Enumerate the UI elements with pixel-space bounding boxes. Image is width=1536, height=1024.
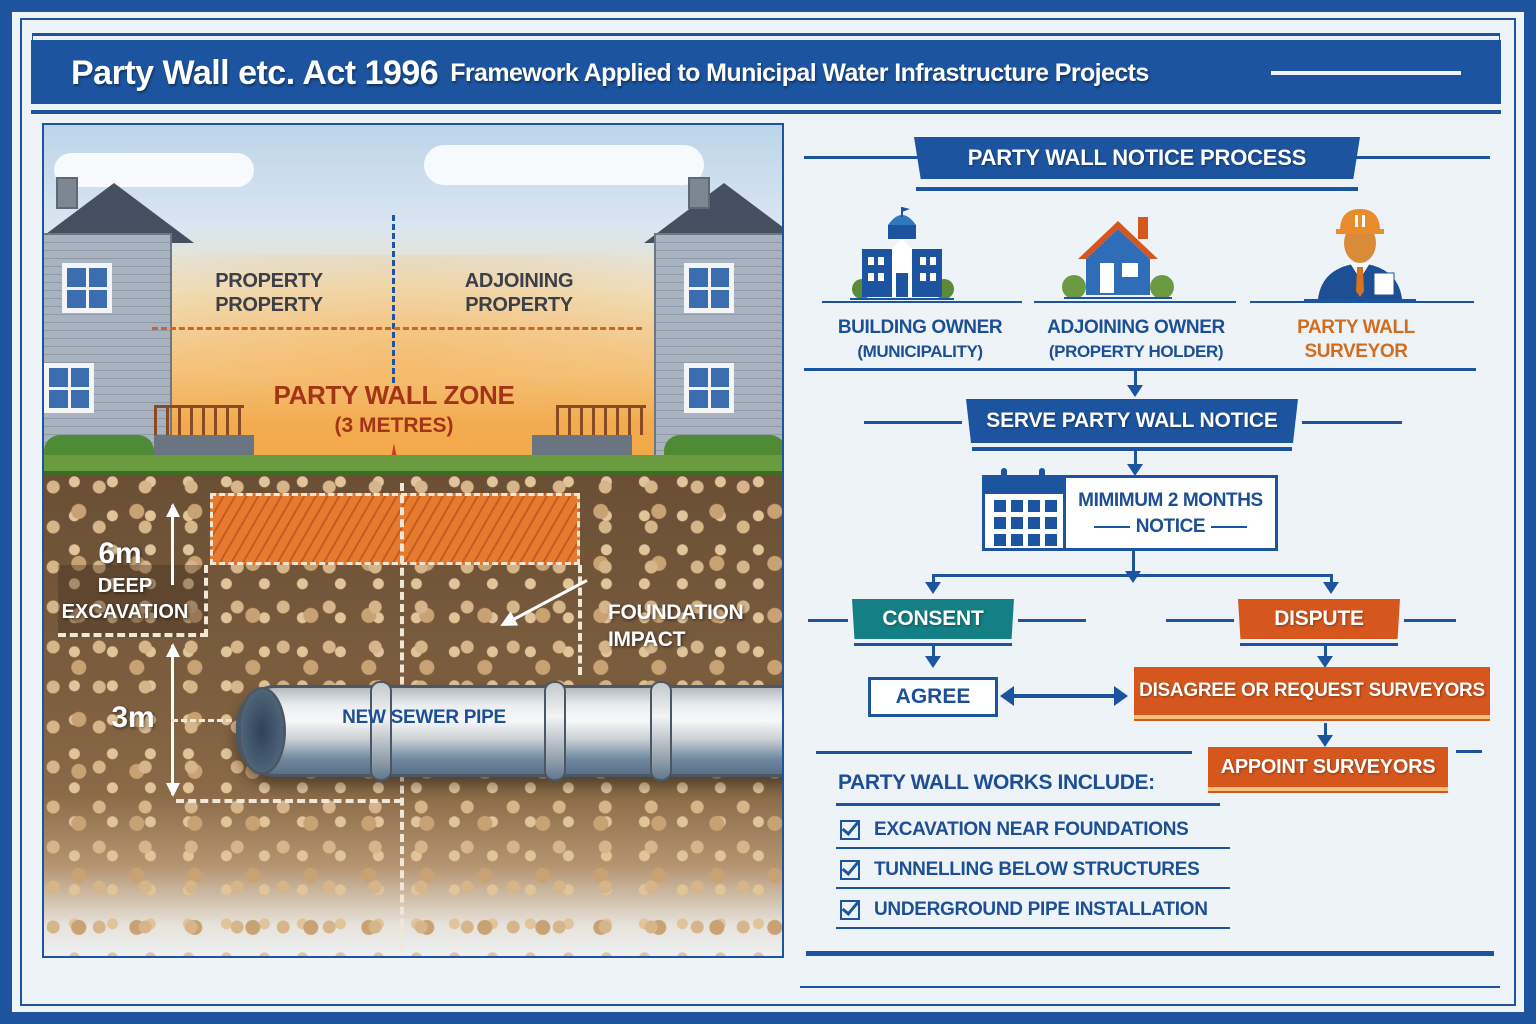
- sewer-pipe: [236, 685, 782, 777]
- right-porch: [556, 405, 646, 435]
- party-building-owner: BUILDING OWNER (MUNICIPALITY): [837, 317, 1003, 361]
- notice-period-box: MIMIMUM 2 MONTHS NOTICE: [1066, 475, 1278, 551]
- grass-strip: [44, 455, 782, 475]
- rule: [972, 447, 1292, 451]
- surveyor-icon: [1304, 209, 1416, 301]
- appoint-surveyors-step: APPOINT SURVEYORS: [1208, 747, 1448, 791]
- arrow-down-icon: [925, 574, 941, 594]
- zone-top-line: [152, 327, 642, 330]
- excavation-label-box: [58, 565, 208, 637]
- party-wall-zone-title: PARTY WALL ZONE: [273, 380, 515, 410]
- pipe-joint: [370, 681, 392, 781]
- page-subtitle: Framework Applied to Municipal Water Inf…: [450, 59, 1149, 87]
- town-hall-icon: [850, 207, 954, 300]
- rule: [816, 751, 1192, 754]
- notice-process-panel: PARTY WALL NOTICE PROCESS: [800, 123, 1510, 963]
- rule: [1356, 156, 1490, 159]
- cloud: [424, 145, 704, 185]
- arrow-down-icon: [1317, 723, 1333, 747]
- dispute-step: DISPUTE: [1238, 599, 1400, 639]
- works-list-item: EXCAVATION NEAR FOUNDATIONS: [836, 813, 1230, 849]
- arrow-down-icon: [925, 646, 941, 668]
- left-porch: [154, 405, 244, 435]
- rule: [1018, 619, 1086, 622]
- arrow-down-icon: [1127, 450, 1143, 476]
- arrow-down-icon: [1317, 646, 1333, 668]
- serve-notice-step: SERVE PARTY WALL NOTICE: [966, 399, 1298, 443]
- foundation-impact-label: FOUNDATION IMPACT: [608, 601, 744, 651]
- rule: [804, 368, 1476, 371]
- rule: [822, 301, 1022, 303]
- works-title: PARTY WALL WORKS INCLUDE:: [838, 771, 1155, 794]
- disagree-step: DISAGREE OR REQUEST SURVEYORS: [1134, 667, 1490, 719]
- arrow-down-icon: [1127, 371, 1143, 397]
- rule: [1302, 421, 1402, 424]
- works-list-item: UNDERGROUND PIPE INSTALLATION: [836, 893, 1230, 929]
- foundation-dashed-line: [578, 565, 582, 675]
- excavation-depth-value: 6m: [98, 537, 142, 570]
- rule: [916, 187, 1358, 191]
- connector: [1125, 551, 1141, 583]
- rule: [808, 619, 848, 622]
- rule: [854, 643, 1012, 646]
- process-title: PARTY WALL NOTICE PROCESS: [914, 137, 1360, 179]
- excavation-zone: [210, 493, 580, 565]
- pipe-label: NEW SEWER PIPE: [342, 707, 506, 728]
- checkbox-checked-icon: [840, 820, 860, 840]
- sheet-border: [20, 18, 1516, 1006]
- pipe-joint: [650, 681, 672, 781]
- party-surveyor: PARTY WALL SURVEYOR: [1297, 317, 1415, 362]
- rule: [1404, 619, 1456, 622]
- page-title: Party Wall etc. Act 1996: [71, 54, 439, 92]
- rule: [836, 803, 1220, 806]
- right-house-icon: [644, 177, 782, 473]
- cross-section-illustration: PROPERTY PROPERTY ADJOINING PROPERTY PAR…: [42, 123, 784, 958]
- rule: [1240, 643, 1398, 646]
- excavation-label: DEEP EXCAVATION: [61, 575, 189, 623]
- cloud: [54, 153, 254, 187]
- rule: [1166, 619, 1234, 622]
- agree-step: AGREE: [868, 677, 998, 717]
- rule: [806, 951, 1494, 956]
- calendar-icon: [982, 468, 1066, 551]
- works-list-item: TUNNELLING BELOW STRUCTURES: [836, 853, 1230, 889]
- checkbox-checked-icon: [840, 860, 860, 880]
- consent-step: CONSENT: [852, 599, 1014, 639]
- rule: [1456, 750, 1482, 753]
- rule: [864, 421, 962, 424]
- rule: [804, 156, 924, 159]
- adjoining-property-label: ADJOINING PROPERTY: [464, 270, 574, 316]
- pipe-opening: [238, 687, 286, 775]
- rule: [800, 986, 1500, 988]
- checkbox-checked-icon: [840, 900, 860, 920]
- pipe-bottom-line: [176, 799, 402, 803]
- party-wall-zone-width: (3 METRES): [334, 414, 454, 437]
- title-rule: [1271, 71, 1461, 75]
- house-icon: [1062, 217, 1174, 299]
- left-house-icon: [44, 177, 194, 473]
- title-bar: Party Wall etc. Act 1996 Framework Appli…: [31, 40, 1501, 114]
- boundary-line: [392, 215, 395, 383]
- rule: [1250, 301, 1474, 303]
- bidirectional-arrow-icon: [1000, 686, 1128, 706]
- pipe-depth-value: 3m: [111, 701, 155, 734]
- rule: [1034, 301, 1236, 303]
- pipe-joint: [544, 681, 566, 781]
- rule: [932, 574, 1332, 577]
- property-label: PROPERTY PROPERTY: [215, 270, 323, 316]
- pipe-depth-guide: [172, 719, 232, 722]
- excavation-depth-arrow-icon: [166, 503, 180, 585]
- arrow-down-icon: [1323, 574, 1339, 594]
- boundary-arrow-icon: [390, 443, 398, 463]
- party-adjoining-owner: ADJOINING OWNER (PROPERTY HOLDER): [1047, 317, 1225, 361]
